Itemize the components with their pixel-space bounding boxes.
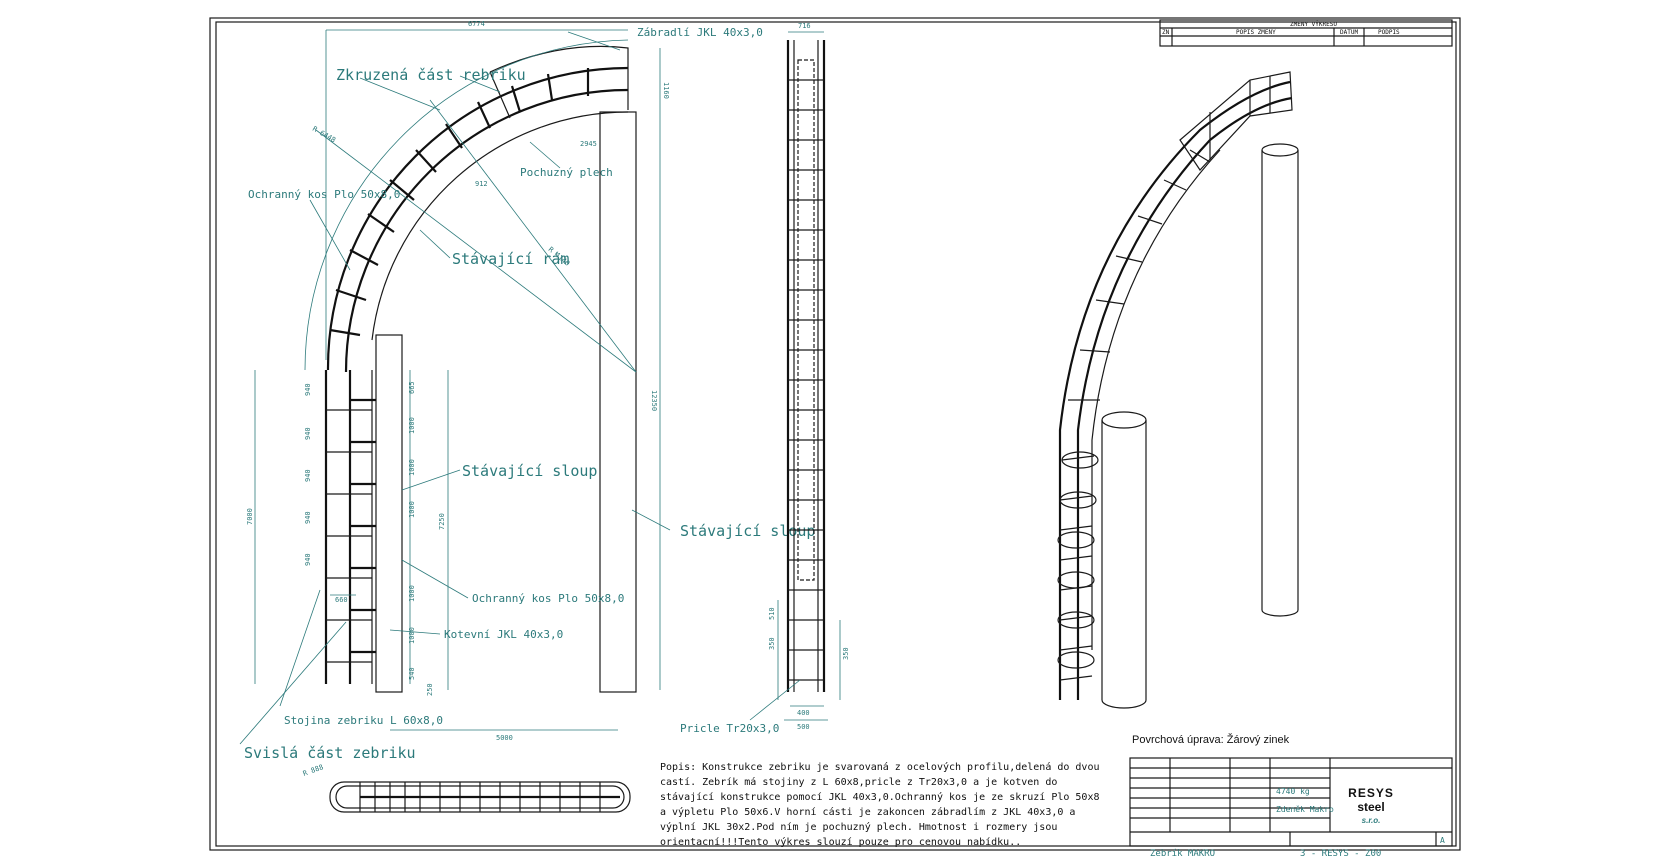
dim-940-b: 940 <box>304 427 312 440</box>
dim-1160: 1160 <box>662 82 670 99</box>
tb-sheet: A <box>1440 836 1445 845</box>
front-view: 716 510 350 350 400 500 Pricle Tr20x3,0 <box>680 22 850 735</box>
description-note: Popis: Konstrukce zebriku je svarovaná z… <box>660 762 1100 848</box>
changes-col-mark: ZN <box>1162 29 1170 36</box>
dim-500: 500 <box>797 723 810 731</box>
arc-rungs <box>329 68 590 337</box>
dim-940-e: 940 <box>304 553 312 566</box>
dim-665: 665 <box>408 381 416 394</box>
label-zkruzena: Zkruzená část rebriku <box>336 66 526 84</box>
existing-frame-column <box>375 334 403 693</box>
changes-header: ZMENY VÝKRESU <box>1290 21 1337 28</box>
dim-12350: 12350 <box>650 390 658 411</box>
tb-drawn-by: Zdeněk Makro <box>1276 805 1334 814</box>
dim-1000-b: 1000 <box>408 459 416 476</box>
dim-1000-e: 1000 <box>408 627 416 644</box>
arc-inner <box>371 111 629 341</box>
label-stavajici-sloup-1: Stávající sloup <box>462 462 597 480</box>
side-dimensions <box>254 29 661 731</box>
label-zabradli: Zábradlí JKL 40x3,0 <box>637 26 763 39</box>
dim-1000-d: 1000 <box>408 585 416 602</box>
dim-660: 660 <box>335 596 348 604</box>
dim-400: 400 <box>797 709 810 717</box>
isometric-view <box>1057 71 1299 709</box>
changes-col-datum: DATUM <box>1340 29 1358 36</box>
label-ochranny-top: Ochranný kos Plo 50x8,0 <box>248 188 400 201</box>
dim-540: 540 <box>408 667 416 680</box>
plan-view: R 888 <box>302 763 631 813</box>
company-name-2: steel <box>1357 800 1385 814</box>
side-dimension-texts: 6774 1160 2945 912 R 6448 R 4140 12350 7… <box>246 20 670 742</box>
drawing-name: Zebrík MAKRO <box>1150 849 1216 859</box>
label-pochuzny: Pochuzný plech <box>520 166 613 179</box>
existing-column <box>599 111 637 693</box>
changes-col-popis: POPIS ZMENY <box>1236 29 1276 36</box>
dim-r6448: R 6448 <box>311 125 337 145</box>
label-ochranny-bottom: Ochranný kos Plo 50x8,0 <box>472 592 624 605</box>
dim-6774: 6774 <box>468 20 485 28</box>
dim-940-d: 940 <box>304 511 312 524</box>
label-pricle: Pricle Tr20x3,0 <box>680 722 779 735</box>
dim-2945: 2945 <box>580 140 597 148</box>
label-stavajici-sloup-2: Stávající sloup <box>680 522 815 540</box>
dim-5000: 5000 <box>496 734 513 742</box>
dim-940-c: 940 <box>304 469 312 482</box>
company-logo: RESYS steel s.r.o. <box>1336 786 1406 828</box>
tb-weight: 4740 kg <box>1276 787 1310 796</box>
side-leaders <box>239 31 671 745</box>
title-block: Zdeněk Makro 4740 kg A <box>1129 757 1453 847</box>
outer-frame <box>209 17 1461 851</box>
dim-7000: 7000 <box>246 508 254 525</box>
dim-250: 250 <box>426 683 434 696</box>
label-stojina: Stojina zebriku L 60x8,0 <box>284 714 443 727</box>
label-stavajici-ram: Stávající rám <box>452 250 569 268</box>
label-kotevni: Kotevní JKL 40x3,0 <box>444 628 563 641</box>
dim-912: 912 <box>475 180 488 188</box>
arc-outer <box>326 66 629 371</box>
surface-treatment: Povrchová úprava: Žárový zinek <box>1132 734 1290 746</box>
arc-mid <box>344 88 629 373</box>
company-name-3: s.r.o. <box>1361 816 1381 825</box>
dim-r888: R 888 <box>302 763 325 778</box>
changes-col-podpis: PODPIS <box>1378 29 1400 36</box>
dim-350-a: 350 <box>768 637 776 650</box>
vertical-ladder <box>324 370 376 684</box>
dim-1000-c: 1000 <box>408 501 416 518</box>
inner-frame <box>215 21 1457 847</box>
company-name-1: RESYS <box>1348 786 1394 800</box>
dim-716: 716 <box>798 22 811 30</box>
dim-1000-a: 1000 <box>408 417 416 434</box>
dim-350-b: 350 <box>842 647 850 660</box>
dim-940-a: 940 <box>304 383 312 396</box>
top-railing <box>489 45 629 110</box>
side-view: 6774 1160 2945 912 R 6448 R 4140 12350 7… <box>239 20 815 762</box>
changes-table: ZMENY VÝKRESU ZN POPIS ZMENY DATUM PODPI… <box>1159 19 1453 47</box>
drawing-number: 3 - RESYS - Z00 <box>1300 849 1382 859</box>
label-svisla: Svislá část zebriku <box>244 744 416 762</box>
dim-7250: 7250 <box>438 513 446 530</box>
dim-510: 510 <box>768 607 776 620</box>
